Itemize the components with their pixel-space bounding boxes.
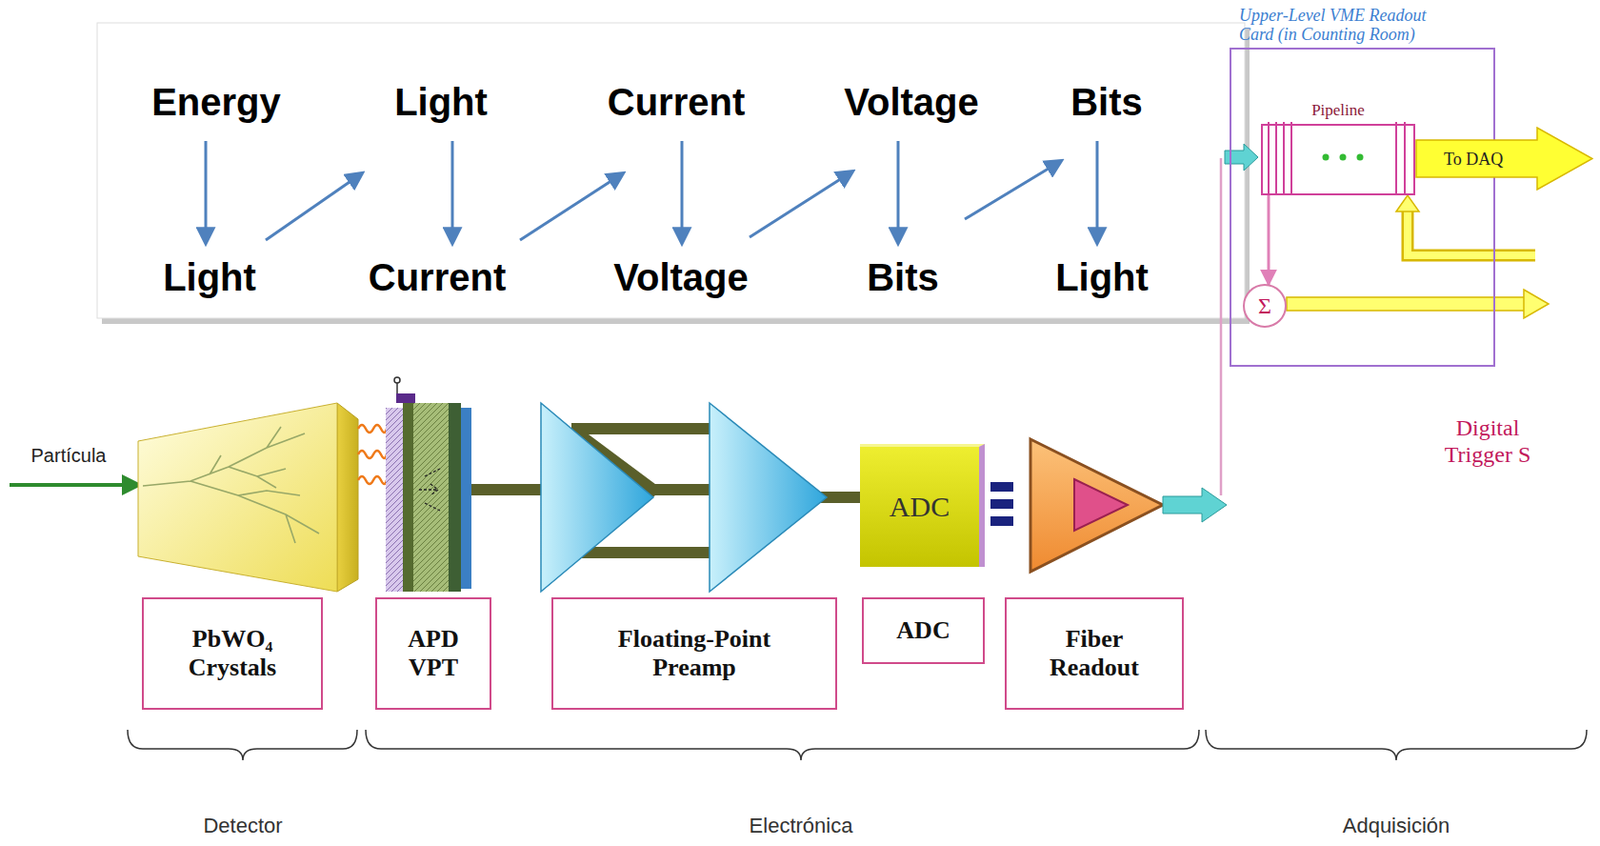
arrow-shape <box>1415 126 1594 191</box>
photodetector-drawing <box>385 377 472 592</box>
conversion-word: Bits <box>793 255 1013 300</box>
conversion-word: Current <box>327 255 547 300</box>
adc-block: ADC <box>860 443 985 567</box>
conversion-arrows <box>205 140 1098 243</box>
pipeline-cells <box>1268 121 1405 194</box>
box-text: ADC <box>889 490 950 523</box>
conversion-word: Voltage <box>571 255 791 300</box>
group-label: Detector <box>147 813 339 838</box>
box-text: Σ <box>1258 293 1272 319</box>
group-brace <box>127 729 1587 760</box>
trigger-label: Digital Trigger S <box>1420 414 1555 468</box>
conversion-word: Current <box>566 80 786 124</box>
stage-label: Fiber Readout <box>1004 597 1184 710</box>
conversion-word: Voltage <box>801 80 1021 124</box>
pipeline-box: Pipeline <box>1260 123 1416 196</box>
box-text: Fiber Readout <box>1037 624 1152 682</box>
box-heading: Upper-Level VME Readout Card (in Countin… <box>1239 5 1444 44</box>
conversion-word: Bits <box>997 80 1217 124</box>
conversion-word: Light <box>992 255 1212 300</box>
optical-fiber <box>1220 158 1223 496</box>
box-text: PbWO₄ Crystals <box>151 624 314 682</box>
group-label: Electrónica <box>696 813 906 838</box>
stage-label: ADC <box>861 597 985 664</box>
adc-outputs <box>990 481 1014 526</box>
conversion-word: Light <box>100 255 320 300</box>
fiber-driver-core <box>1074 479 1128 531</box>
box-text: To DAQ <box>1443 149 1503 169</box>
stage-label: APD VPT <box>375 597 492 710</box>
group-label: Adquisición <box>1291 813 1501 838</box>
light-waves <box>358 424 387 484</box>
sum-circle: Σ <box>1242 283 1287 328</box>
preamp-triangle <box>709 402 827 592</box>
box-text: Floating-Point Preamp <box>584 624 804 682</box>
particle-label: Partícula <box>6 444 131 467</box>
preamp-triangle <box>540 402 654 592</box>
conversion-word: Light <box>331 80 551 124</box>
box-heading: Pipeline <box>1262 100 1414 120</box>
box-text: ADC <box>896 616 950 645</box>
flow-arrow <box>1267 195 1271 285</box>
readout-card: Upper-Level VME Readout Card (in Countin… <box>1229 47 1496 367</box>
conversion-word: Energy <box>106 80 326 124</box>
daq-arrow: To DAQ <box>1415 126 1594 191</box>
fiber-output-arrow <box>1162 487 1227 522</box>
stage-label: PbWO₄ Crystals <box>141 597 323 710</box>
pipeline-dots <box>1322 154 1364 161</box>
arrow-outline <box>1416 127 1593 190</box>
crystal-drawing <box>138 402 359 592</box>
particle-arrow <box>9 482 124 487</box>
fiber-driver <box>1030 439 1163 572</box>
stage-label: Floating-Point Preamp <box>551 597 838 710</box>
box-text: APD VPT <box>395 624 472 682</box>
conversion-panel <box>97 22 1245 319</box>
trigger-arrows <box>1286 195 1549 319</box>
